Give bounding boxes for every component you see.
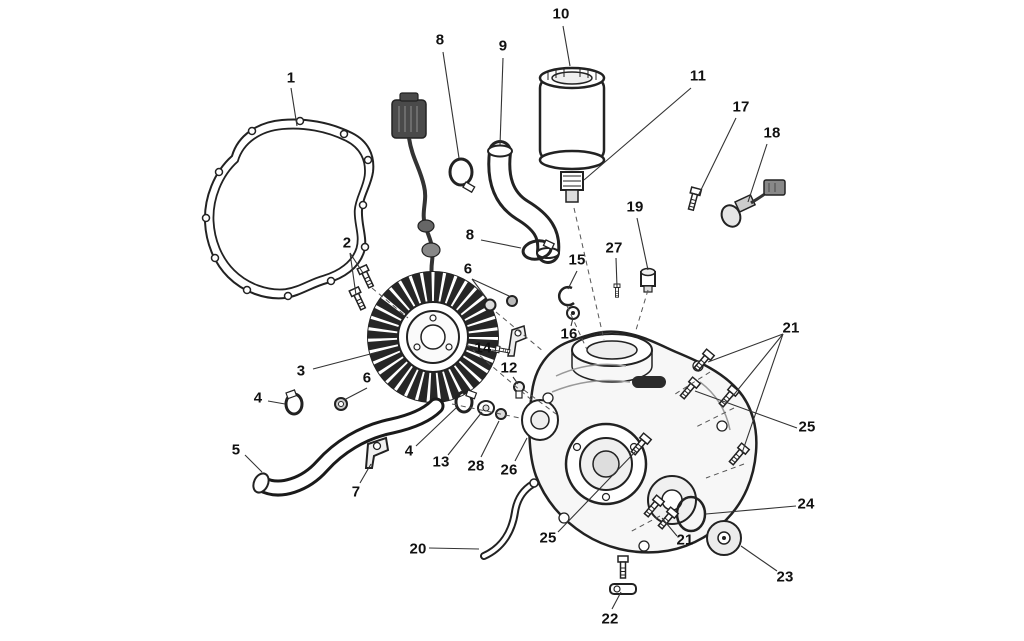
fitting-nut-upper-b: [506, 295, 518, 307]
oil-filter: [538, 66, 606, 171]
brand-badge: [632, 376, 666, 388]
hose-clamp-left: [284, 389, 304, 416]
speed-sensor: [720, 179, 786, 228]
fitting-nut-lower: [334, 397, 348, 411]
gasket-part: [201, 116, 375, 301]
fitting-28: [495, 408, 507, 420]
fitting-13: [477, 400, 495, 416]
assembly-axis-lines: [371, 207, 745, 533]
bracket-part: [364, 436, 390, 469]
oil-filter-union: [560, 171, 584, 203]
hose-clamp-upper: [448, 157, 476, 194]
inspection-cap: [706, 520, 742, 556]
coolant-hose: [252, 397, 445, 497]
fitting-nut-upper-a: [483, 298, 497, 312]
hose-clamp-right: [454, 389, 478, 414]
stator-part: [367, 271, 499, 403]
drain-pipe: [480, 478, 539, 560]
bolt-22-keeper: [609, 583, 637, 595]
elbow-duct: [487, 140, 561, 264]
fitting-12: [513, 381, 525, 399]
plug-19: [640, 267, 656, 293]
stator-harness: [391, 92, 441, 297]
small-bracket: [507, 325, 527, 357]
circlip-part: [557, 285, 575, 307]
hose-clamp-lower: [521, 239, 556, 261]
callout-leader-lines: [244, 25, 798, 610]
